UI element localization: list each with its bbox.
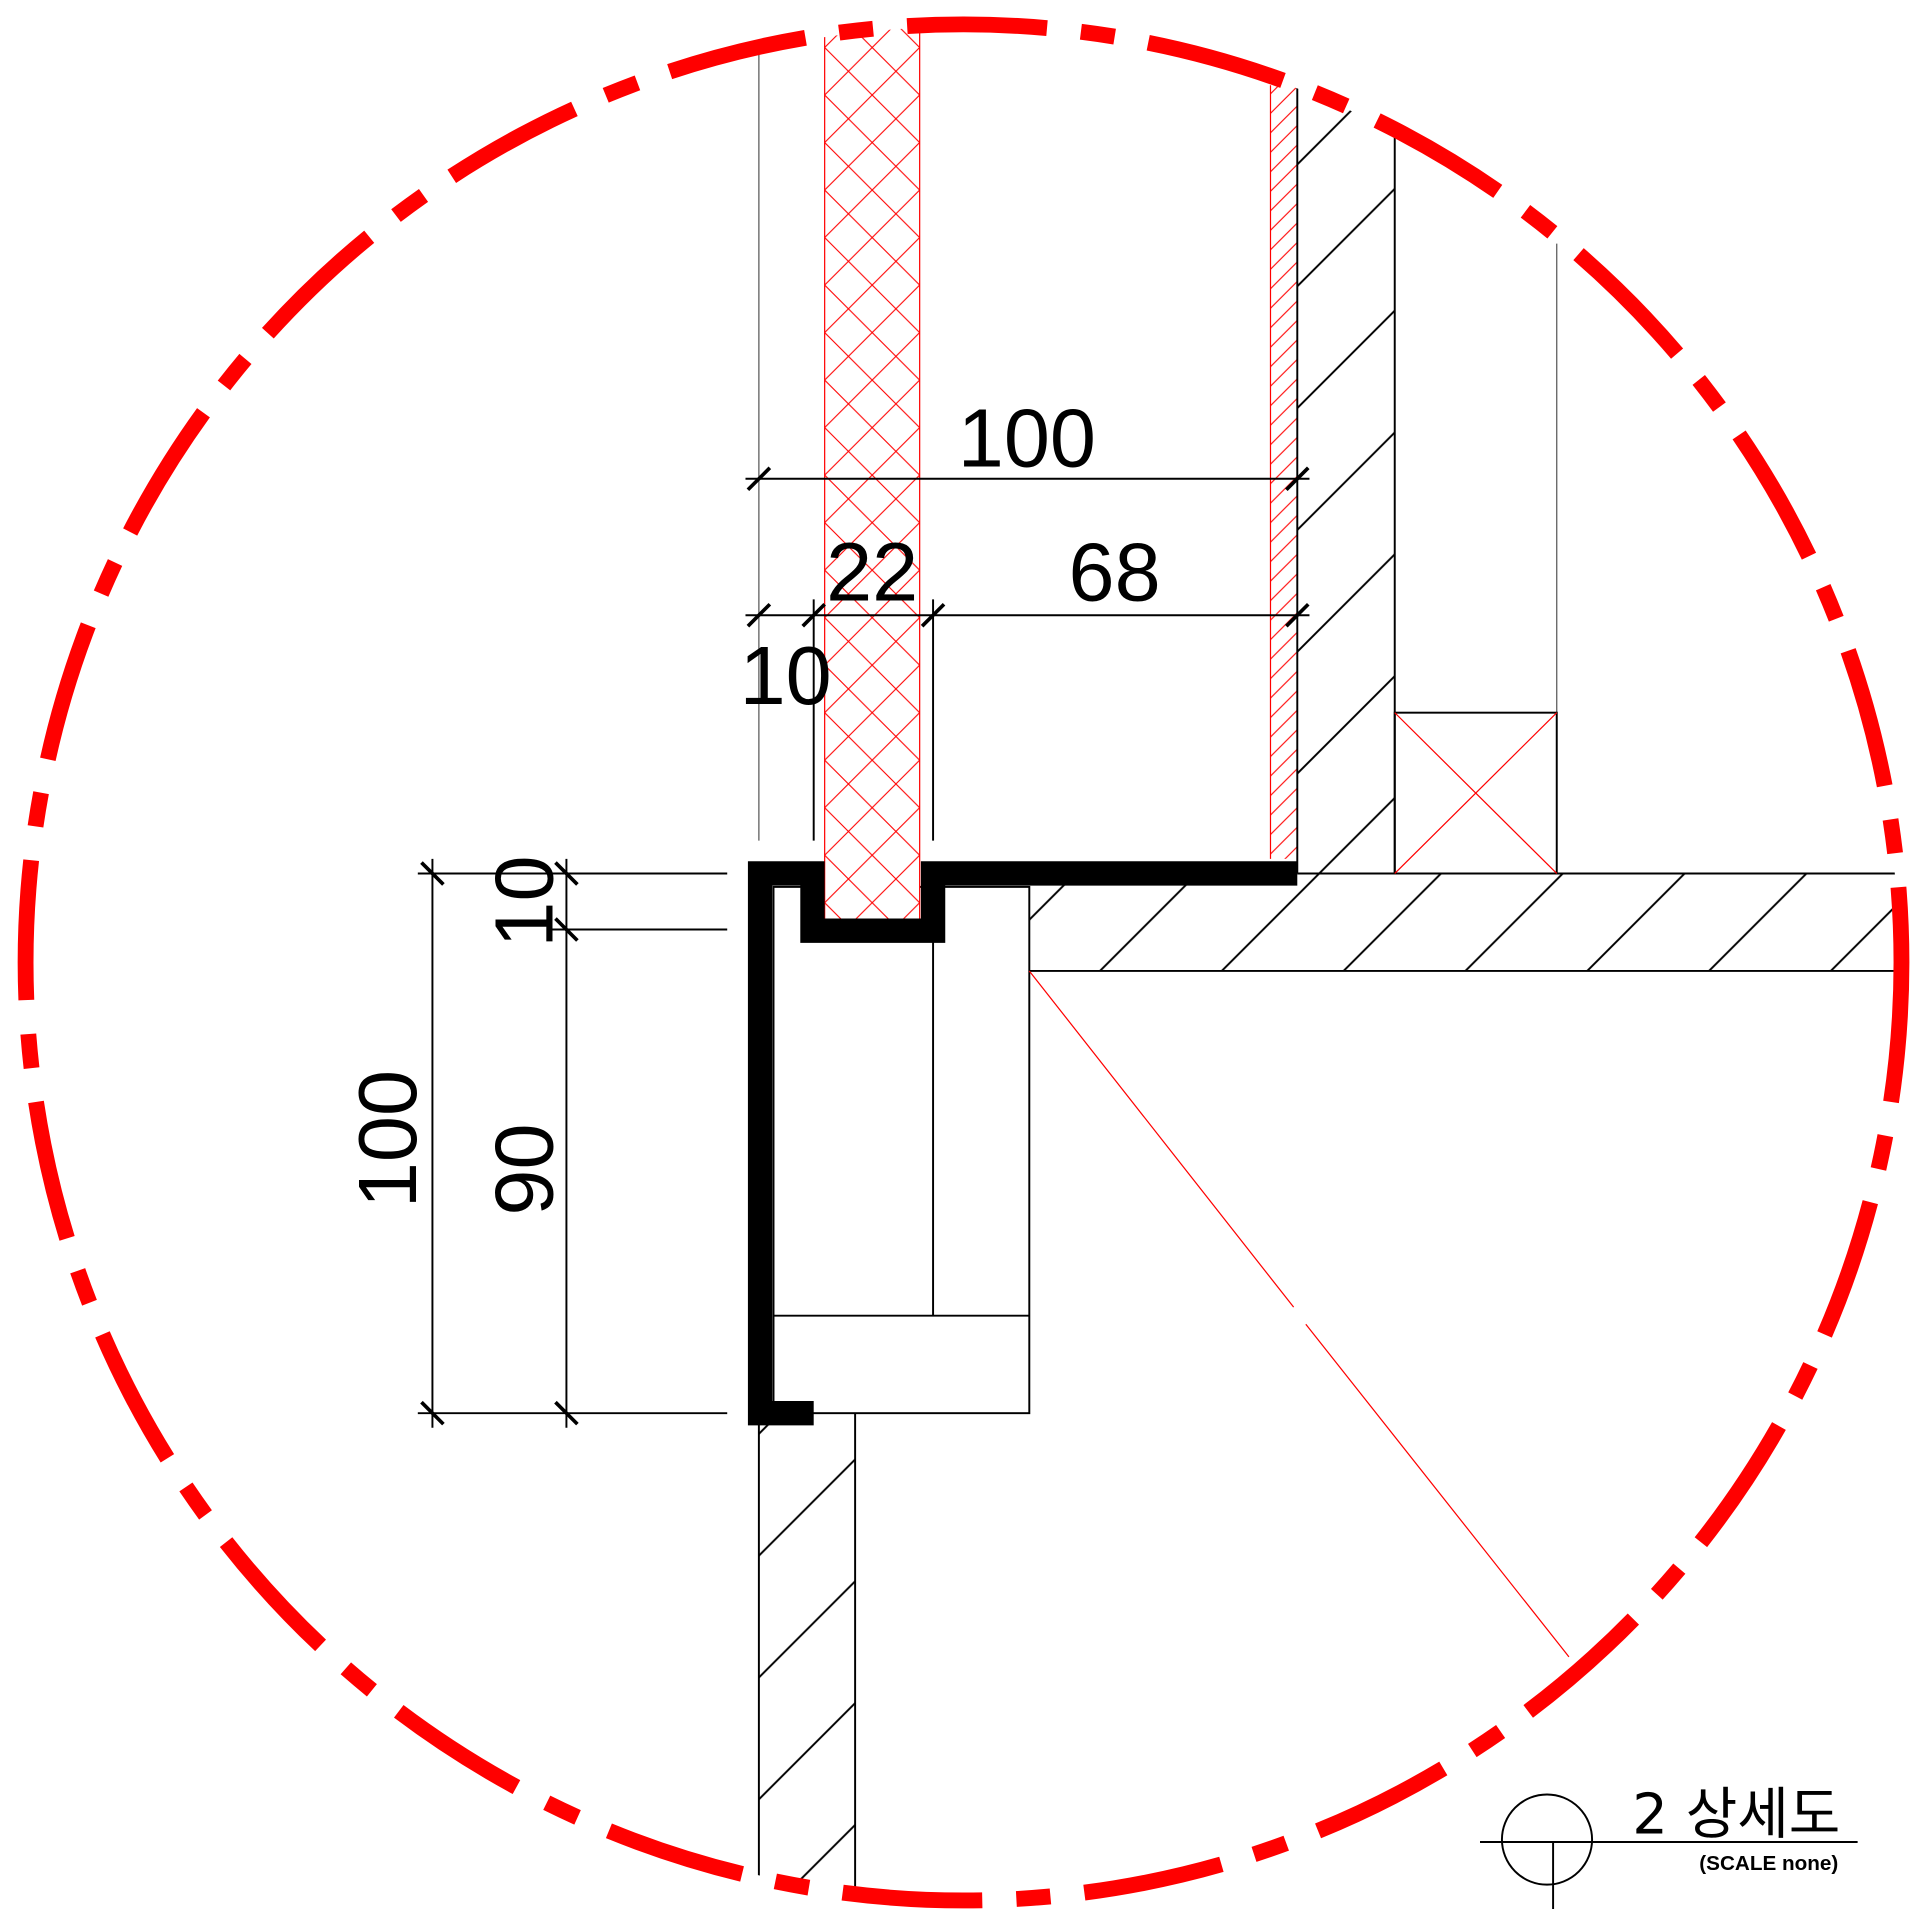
dim-tick: [420, 1400, 445, 1426]
dim-label-left-total: 100: [341, 1070, 434, 1208]
title-block: 2 상세도 (SCALE none): [1480, 1782, 1858, 1909]
dim-label-top-mid: 22: [826, 526, 918, 619]
dim-tick: [920, 602, 946, 628]
detail-section: 100 22 68 10 100 90 10: [341, 26, 1898, 1899]
ceiling-slab: [1029, 873, 1898, 971]
dim-tick: [1285, 602, 1310, 628]
lower-board: [758, 1413, 856, 1899]
dim-tick: [554, 861, 579, 886]
wood-block: [772, 885, 1031, 1415]
dim-tick: [801, 602, 826, 628]
dim-tick: [420, 861, 445, 886]
detail-callout-circle: [17, 16, 1910, 1909]
detail-title: 2 상세도: [1632, 1782, 1840, 1847]
dim-label-top-left: 10: [740, 629, 832, 722]
wall-finish-layer: [1270, 85, 1298, 859]
dim-tick: [746, 602, 772, 628]
wall-stud: [1297, 85, 1395, 874]
red-diagonal-line-upper: [1028, 970, 1295, 1308]
dim-label-top-right: 68: [1069, 526, 1161, 619]
dim-tick: [554, 917, 579, 942]
dim-label-left-top: 10: [477, 855, 570, 947]
dim-label-left-bottom: 90: [477, 1123, 570, 1215]
blocking-cross-2: [1394, 712, 1558, 874]
dim-tick: [554, 1400, 579, 1426]
dim-tick: [746, 466, 772, 492]
panel-strip: [824, 26, 920, 919]
dim-tick: [1285, 466, 1310, 492]
red-diagonal-line-lower: [1305, 1323, 1570, 1658]
blocking-box: [1393, 711, 1558, 875]
title-symbol-circle: [1500, 1793, 1594, 1886]
scale-note: (SCALE none): [1699, 1852, 1838, 1875]
metal-profile: [747, 861, 1298, 1426]
dim-label-top-total: 100: [958, 392, 1096, 485]
